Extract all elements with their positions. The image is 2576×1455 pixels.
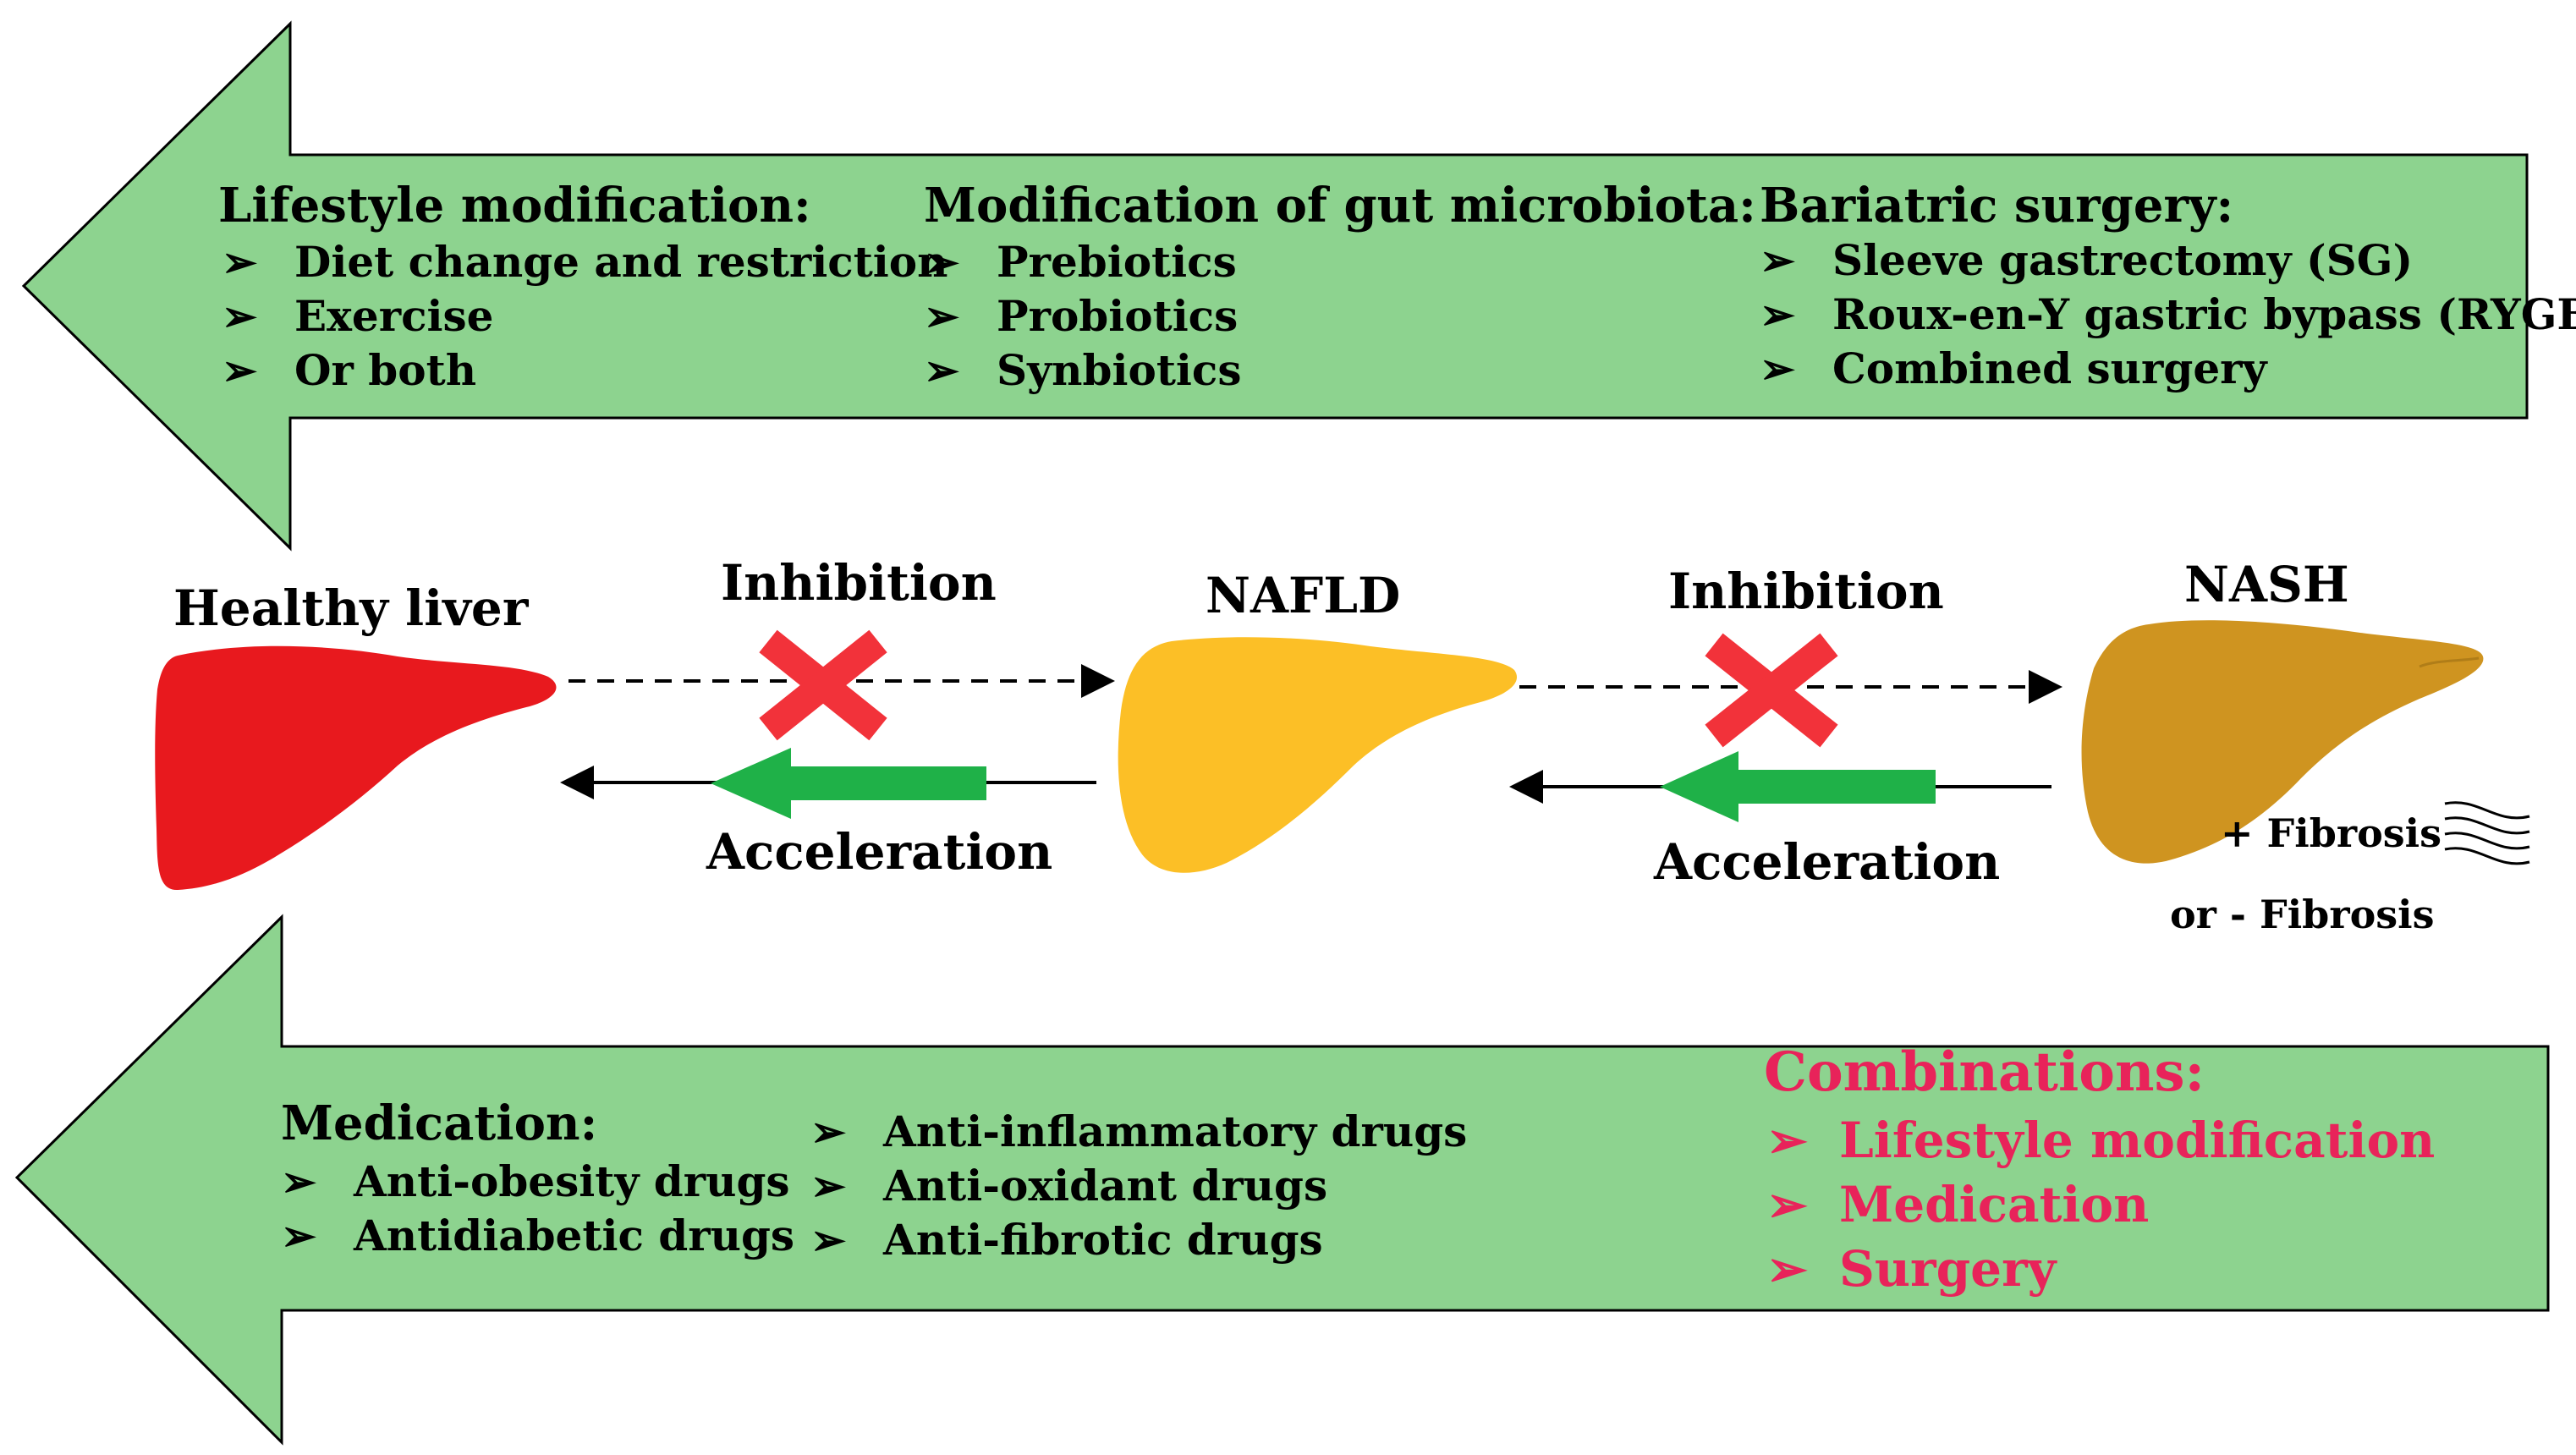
cross-icon — [1705, 633, 1838, 748]
medication-list-1: ➢Anti-obesity drugs ➢Antidiabetic drugs — [281, 1155, 794, 1263]
lifestyle-list: ➢Diet change and restriction ➢Exercise ➢… — [222, 235, 948, 398]
nash-liver-icon — [2081, 620, 2484, 864]
list-item: ➢Anti-inflammatory drugs — [810, 1106, 1468, 1156]
lifestyle-heading: Lifestyle modification: — [218, 178, 811, 233]
bariatric-heading: Bariatric surgery: — [1760, 178, 2234, 233]
cross-icon — [759, 629, 887, 741]
list-item: ➢Surgery — [1766, 1240, 2057, 1298]
combinations-heading: Combinations: — [1764, 1040, 2205, 1104]
list-item: ➢Or both — [222, 345, 477, 395]
list-item: ➢Synbiotics — [924, 345, 1242, 395]
list-item: ➢Medication — [1766, 1176, 2150, 1233]
acceleration-arrow-icon — [1660, 751, 1936, 822]
nafld-liver-icon — [1118, 637, 1518, 873]
gut-microbiota-heading: Modification of gut microbiota: — [924, 178, 1756, 233]
bottom-treatment-arrow — [14, 914, 2550, 1446]
list-item: ➢Diet change and restriction — [222, 237, 948, 287]
combinations-list: ➢Lifestyle modification ➢Medication ➢Sur… — [1766, 1108, 2435, 1301]
list-item: ➢Antidiabetic drugs — [281, 1211, 795, 1260]
list-item: ➢Anti-fibrotic drugs — [810, 1215, 1323, 1265]
list-item: ➢Combined surgery — [1760, 343, 2267, 393]
nash-label: NASH — [2184, 556, 2349, 613]
bariatric-list: ➢Sleeve gastrectomy (SG) ➢Roux-en-Y gast… — [1760, 233, 2576, 396]
medication-heading: Medication: — [281, 1095, 598, 1151]
list-item: ➢Anti-obesity drugs — [281, 1156, 790, 1206]
acceleration-label-2: Acceleration — [1654, 833, 2001, 891]
healthy-liver-icon — [155, 645, 557, 891]
nafld-label: NAFLD — [1206, 567, 1401, 624]
medication-list-2: ➢Anti-inflammatory drugs ➢Anti-oxidant d… — [810, 1105, 1467, 1267]
list-item: ➢Roux-en-Y gastric bypass (RYGB) — [1760, 289, 2576, 339]
inhibition-label-2: Inhibition — [1668, 563, 1944, 620]
list-item: ➢Exercise — [222, 291, 494, 341]
top-treatment-arrow — [21, 20, 2529, 552]
healthy-liver-label: Healthy liver — [173, 579, 529, 637]
list-item: ➢Sleeve gastrectomy (SG) — [1760, 235, 2414, 285]
acceleration-arrow-icon — [711, 748, 986, 819]
minus-fibrosis-label: or - Fibrosis — [2170, 892, 2435, 937]
inhibition-label-1: Inhibition — [721, 554, 997, 612]
list-item: ➢Lifestyle modification — [1766, 1112, 2436, 1169]
list-item: ➢Anti-oxidant drugs — [810, 1161, 1328, 1211]
gut-microbiota-list: ➢Prebiotics ➢Probiotics ➢Synbiotics — [924, 235, 1242, 398]
list-item: ➢Prebiotics — [924, 237, 1237, 287]
list-item: ➢Probiotics — [924, 291, 1239, 341]
acceleration-label-1: Acceleration — [706, 823, 1053, 881]
plus-fibrosis-label: + Fibrosis — [2221, 810, 2442, 856]
wavy-lines-icon — [2444, 801, 2530, 865]
